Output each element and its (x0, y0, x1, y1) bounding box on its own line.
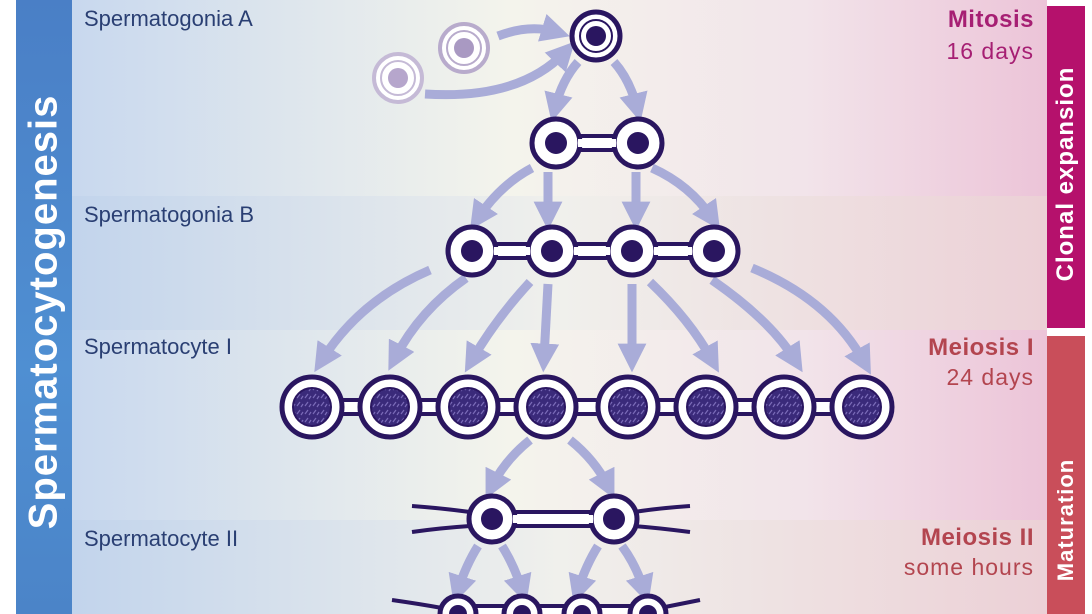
arrow (567, 436, 615, 499)
phase-label-mitosis: Mitosis (947, 6, 1034, 33)
arrow (568, 543, 602, 604)
arrow (424, 41, 575, 100)
arrow (650, 163, 720, 230)
arrow (464, 278, 534, 373)
phase-label-meiosis-ii: Meiosis II (920, 524, 1034, 551)
stage-label-spermatocyte-i: Spermatocyte I (84, 334, 232, 359)
spermatogonia-b-cells (445, 224, 741, 278)
arrow (610, 59, 648, 122)
arrow (448, 543, 482, 604)
arrow (530, 283, 560, 373)
spermatocyte-ii-cells (411, 493, 691, 545)
arrow (470, 164, 535, 230)
phase-label-meiosis-i: Meiosis I (928, 334, 1034, 361)
arrow (750, 263, 871, 375)
maturation-label: Maturation (1053, 458, 1078, 582)
arrow (709, 276, 803, 373)
arrow (314, 265, 432, 373)
spermatogonia-a-cell (569, 9, 623, 63)
arrow (618, 543, 654, 604)
maturation-bar (1047, 336, 1085, 614)
arrow (498, 543, 532, 604)
arrow (544, 59, 582, 122)
spermatocytogenesis-bar (16, 0, 72, 614)
arrow (496, 14, 570, 42)
arrow (388, 274, 469, 371)
phase-duration-meiosis-i: 24 days (946, 364, 1034, 390)
stage-label-spermatogonia-b: Spermatogonia B (84, 202, 254, 227)
background-band-d (72, 520, 1047, 614)
spermatogonia-precursor-cell (438, 22, 490, 74)
spermatocytogenesis-label: Spermatocytogenesis (21, 94, 66, 530)
spermatid-cells (391, 593, 701, 614)
spermatogonia-precursor-cell (372, 52, 424, 104)
spermatogonia-cell-pair (529, 116, 665, 170)
clonal-expansion-bar (1047, 6, 1085, 328)
clonal-expansion-label: Clonal expansion (1052, 66, 1079, 282)
phase-duration-mitosis: 16 days (946, 38, 1034, 64)
spermatocyte-i-cells (279, 374, 895, 440)
phase-duration-meiosis-ii: some hours (903, 554, 1034, 580)
arrow (485, 436, 533, 499)
arrow (646, 278, 719, 373)
stage-label-spermatogonia-a: Spermatogonia A (84, 6, 253, 31)
stage-label-spermatocyte-ii: Spermatocyte II (84, 526, 239, 551)
